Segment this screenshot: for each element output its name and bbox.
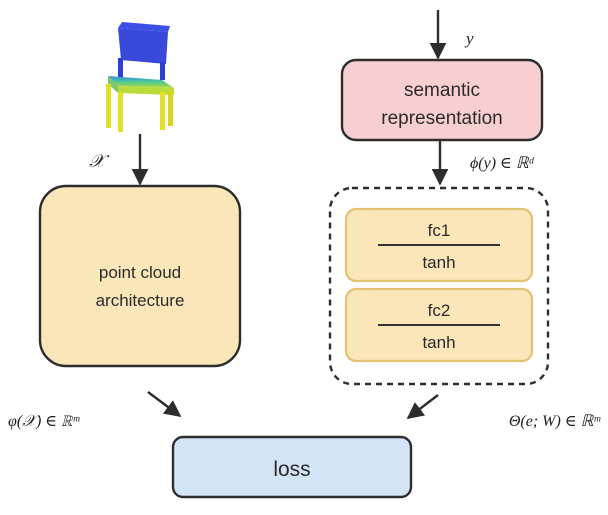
input-y-label: y: [464, 29, 474, 48]
fc2-label: fc2: [428, 301, 451, 320]
theta-label: Θ(e; W) ∈ ℝᵐ: [509, 413, 601, 430]
semantic-label-line2: representation: [381, 108, 502, 129]
chair-point-cloud-image: [106, 22, 174, 132]
point-cloud-label-line1: point cloud: [99, 263, 181, 282]
varphi-label: φ(𝒳) ∈ ℝᵐ: [8, 413, 80, 430]
loss-box: [171, 435, 413, 499]
arrow-fc-to-loss: [406, 394, 439, 420]
semantic-representation-box: [340, 58, 544, 142]
fc2-activation-label: tanh: [422, 333, 455, 352]
phi-label: ϕ(y) ∈ ℝᵈ: [470, 155, 535, 172]
semantic-label-line1: semantic: [404, 80, 480, 101]
fc2-layer-block: fc2 tanh: [344, 287, 534, 363]
fc1-activation-label: tanh: [422, 253, 455, 272]
fc1-label: fc1: [428, 221, 451, 240]
point-cloud-architecture-box: [38, 184, 242, 368]
input-x-label: 𝒳: [89, 151, 110, 171]
loss-label: loss: [273, 458, 310, 481]
point-cloud-label-line2: architecture: [96, 291, 185, 310]
fc1-layer-block: fc1 tanh: [344, 207, 534, 283]
arrow-point-cloud-to-loss: [147, 391, 182, 418]
